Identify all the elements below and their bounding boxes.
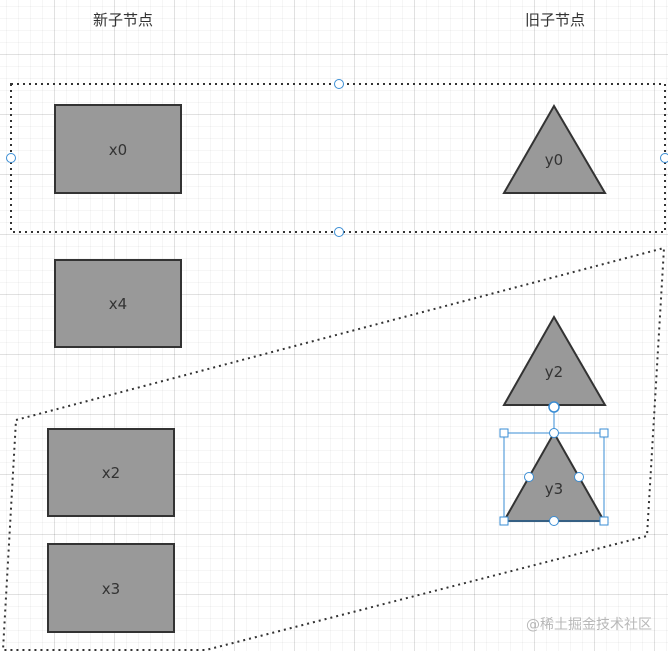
node-y3[interactable]: y3 xyxy=(502,430,606,522)
corner-handle-bottom-left[interactable] xyxy=(499,516,509,526)
group-outline-trapezoid[interactable] xyxy=(1,246,666,651)
node-x2[interactable]: x2 xyxy=(47,428,175,517)
new-children-heading: 新子节点 xyxy=(92,11,154,29)
resize-handle-left[interactable] xyxy=(6,153,16,163)
old-children-heading: 旧子节点 xyxy=(524,11,586,29)
node-y0-label: y0 xyxy=(545,151,563,169)
selection-box-y3[interactable] xyxy=(499,401,609,526)
connect-point-top[interactable] xyxy=(549,428,559,438)
resize-handle-bottom[interactable] xyxy=(334,227,344,237)
node-x3[interactable]: x3 xyxy=(47,543,175,633)
rotate-handle[interactable] xyxy=(548,401,560,413)
node-x4[interactable]: x4 xyxy=(54,259,182,348)
watermark: @稀土掘金技术社区 xyxy=(526,617,652,633)
group-outline-handles[interactable] xyxy=(6,79,668,237)
corner-handle-top-left[interactable] xyxy=(499,428,509,438)
connect-point-right[interactable] xyxy=(574,472,584,482)
node-x0[interactable]: x0 xyxy=(54,104,182,194)
node-y2[interactable]: y2 xyxy=(502,314,607,406)
node-x4-label: x4 xyxy=(109,295,127,313)
node-x3-label: x3 xyxy=(102,580,120,598)
node-y0[interactable]: y0 xyxy=(502,104,607,194)
corner-handle-top-right[interactable] xyxy=(599,428,609,438)
connect-point-bottom[interactable] xyxy=(549,516,559,526)
node-x0-label: x0 xyxy=(109,141,127,159)
resize-handle-top[interactable] xyxy=(334,79,344,89)
node-y3-label: y3 xyxy=(545,480,563,498)
node-y2-label: y2 xyxy=(545,363,563,381)
node-x2-label: x2 xyxy=(102,464,120,482)
connect-point-left[interactable] xyxy=(524,472,534,482)
resize-handle-right[interactable] xyxy=(660,153,668,163)
corner-handle-bottom-right[interactable] xyxy=(599,516,609,526)
